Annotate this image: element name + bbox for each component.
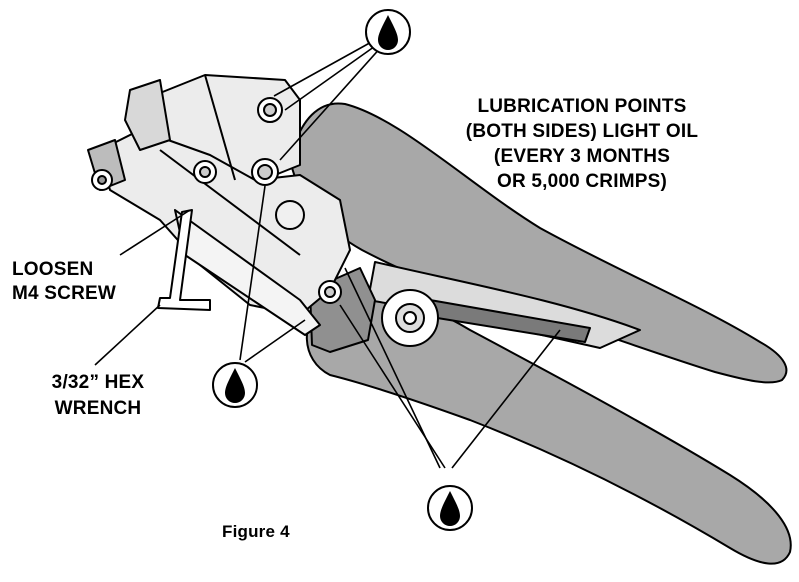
oil-drop-icon (212, 362, 258, 408)
loosen-line-1: LOOSEN (12, 259, 94, 280)
oil-drop-icon (365, 9, 411, 55)
die-edge (159, 149, 301, 256)
lubrication-line-3: (EVERY 3 MONTHS (493, 146, 671, 167)
lubrication-line-1: LUBRICATION POINTS (477, 96, 687, 117)
brand-seal (275, 200, 305, 230)
leader-right-2 (339, 304, 446, 469)
leader-top-3 (279, 45, 383, 161)
leader-top-1 (273, 39, 376, 97)
leader-left-2 (244, 319, 306, 363)
pin-left-core (199, 166, 211, 178)
pin-lower-core (324, 286, 336, 298)
lubrication-points-label: LUBRICATION POINTS (BOTH SIDES) LIGHT OI… (462, 94, 702, 194)
leader-lines (94, 39, 561, 469)
leader-screw (119, 209, 191, 256)
lubrication-line-2: (BOTH SIDES) LIGHT OIL (465, 121, 699, 142)
pivot-washer-core (403, 311, 417, 325)
lower-handle (305, 291, 792, 565)
crimp-tool (289, 102, 792, 565)
m4-screw-core (97, 175, 107, 185)
leader-wrench (94, 304, 161, 366)
leader-left-1 (239, 185, 266, 361)
oil-drop-icon (427, 485, 473, 531)
pin-middle-core (257, 164, 273, 180)
hex-wrench-label: 3/32” HEX WRENCH (28, 370, 168, 422)
loosen-line-2: M4 SCREW (12, 283, 116, 304)
pin-upper-core (263, 103, 277, 117)
die-edge-2 (204, 74, 236, 181)
fasteners (91, 97, 439, 347)
hex-wrench (157, 209, 211, 311)
head-front-plate (99, 129, 351, 316)
wrench-line-2: WRENCH (54, 398, 142, 419)
lubrication-line-4: OR 5,000 CRIMPS) (496, 171, 668, 192)
leader-top-2 (284, 43, 379, 111)
leader-right-3 (451, 329, 561, 469)
wrench-line-1: 3/32” HEX (51, 372, 145, 393)
figure-caption: Figure 4 (222, 522, 290, 541)
die-jaw (124, 79, 171, 151)
loosen-screw-label: LOOSEN M4 SCREW (12, 258, 122, 306)
die-head (87, 74, 351, 336)
